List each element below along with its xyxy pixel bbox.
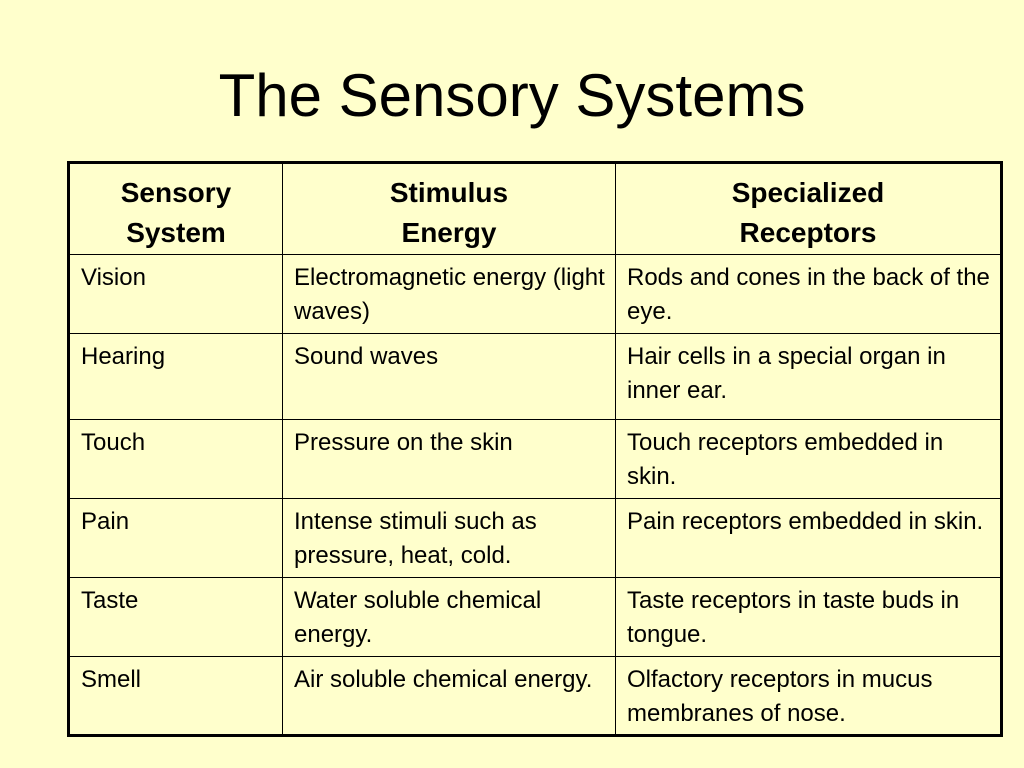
- table-row: Touch Pressure on the skin Touch recepto…: [68, 419, 1002, 499]
- table-row: Vision Electromagnetic energy (light wav…: [68, 254, 1002, 334]
- table-row: Hearing Sound waves Hair cells in a spec…: [68, 333, 1002, 420]
- header-sensory-system: Sensory System: [68, 162, 283, 255]
- header-specialized-receptors: Specialized Receptors: [615, 162, 1002, 255]
- cell-sensory-system: Taste: [68, 577, 283, 657]
- header-line: Stimulus: [389, 177, 509, 208]
- cell-sensory-system: Hearing: [68, 333, 283, 420]
- cell-sensory-system: Touch: [68, 419, 283, 499]
- table-row: Pain Intense stimuli such as pressure, h…: [68, 498, 1002, 578]
- header-line: Receptors: [739, 217, 877, 248]
- cell-specialized-receptors: Hair cells in a special organ in inner e…: [615, 333, 1002, 420]
- cell-stimulus-energy: Electromagnetic energy (light waves): [282, 254, 616, 334]
- cell-sensory-system: Smell: [68, 656, 283, 736]
- cell-sensory-system: Pain: [68, 498, 283, 578]
- cell-specialized-receptors: Pain receptors embedded in skin.: [615, 498, 1002, 578]
- sensory-systems-table: Sensory System Stimulus Energy Specializ…: [67, 161, 1003, 737]
- table-row: Smell Air soluble chemical energy. Olfac…: [68, 656, 1002, 736]
- cell-sensory-system: Vision: [68, 254, 283, 334]
- cell-stimulus-energy: Intense stimuli such as pressure, heat, …: [282, 498, 616, 578]
- cell-specialized-receptors: Touch receptors embedded in skin.: [615, 419, 1002, 499]
- header-stimulus-energy: Stimulus Energy: [282, 162, 616, 255]
- slide-title: The Sensory Systems: [218, 62, 806, 129]
- cell-specialized-receptors: Olfactory receptors in mucus membranes o…: [615, 656, 1002, 736]
- cell-specialized-receptors: Taste receptors in taste buds in tongue.: [615, 577, 1002, 657]
- header-line: Energy: [401, 217, 497, 248]
- header-line: System: [126, 217, 226, 248]
- table-header-row: Sensory System Stimulus Energy Specializ…: [68, 162, 1002, 255]
- table-row: Taste Water soluble chemical energy. Tas…: [68, 577, 1002, 657]
- cell-specialized-receptors: Rods and cones in the back of the eye.: [615, 254, 1002, 334]
- header-line: Specialized: [731, 177, 885, 208]
- cell-stimulus-energy: Pressure on the skin: [282, 419, 616, 499]
- cell-stimulus-energy: Water soluble chemical energy.: [282, 577, 616, 657]
- header-line: Sensory: [120, 177, 232, 208]
- cell-stimulus-energy: Air soluble chemical energy.: [282, 656, 616, 736]
- cell-stimulus-energy: Sound waves: [282, 333, 616, 420]
